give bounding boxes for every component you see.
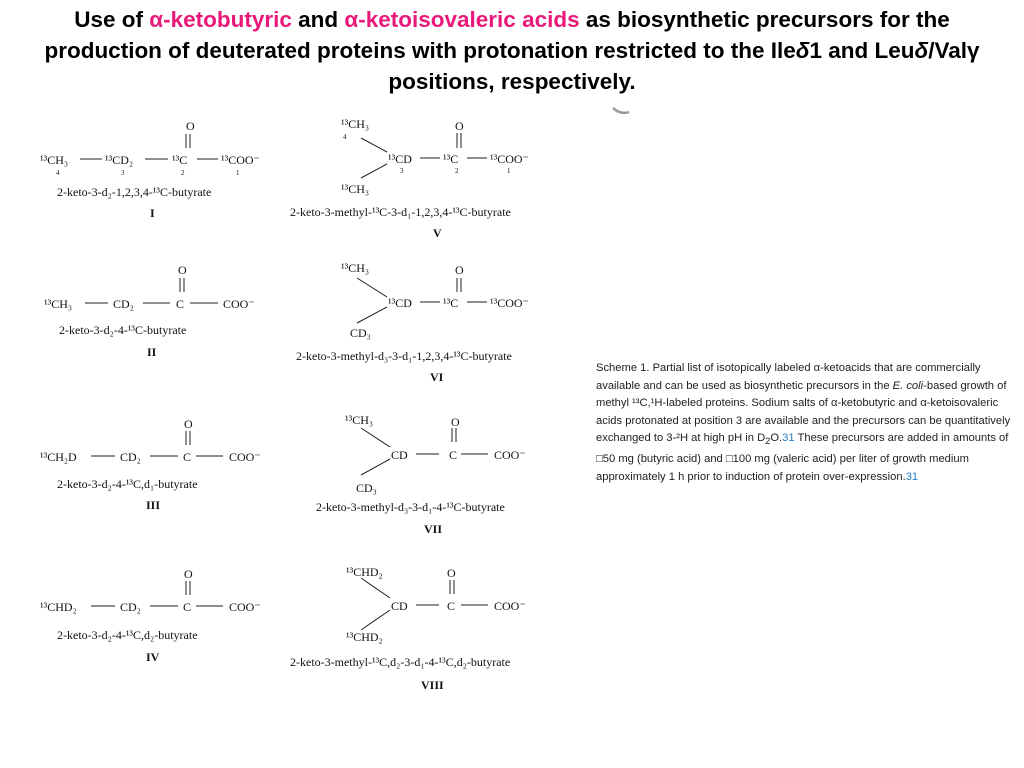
title-text-4: 1 and Leu [809,38,915,63]
caption-subscript: 2 [765,436,771,447]
title-delta-2: δ [914,38,929,63]
position-number: 1 [507,167,511,175]
atom-label: CD [391,448,408,462]
atom-label: ¹³CD [388,152,412,166]
atom-label: ¹³COO⁻ [490,296,529,310]
atom-label: ¹³CH₃ [44,297,72,311]
atom-label: C [449,448,457,462]
compound-number: III [146,498,160,512]
atom-label: CD₂ [113,297,134,311]
atom-label: CD₃ [350,326,371,340]
caption-text-4: These precursors are added in amounts of [794,432,1009,445]
atom-label: O [451,415,460,429]
compound-number: VI [430,370,444,384]
atom-label: CD₂ [120,450,141,464]
compound-number: I [150,206,155,220]
atom-label: O [184,567,193,581]
compound-number: V [433,226,442,240]
title-text-5: /Valγ positions, respectively. [388,38,980,94]
atom-label: COO⁻ [229,450,261,464]
atom-label: COO⁻ [494,599,526,613]
missing-glyph-box: □ [725,453,733,466]
compound-number: IV [146,650,160,664]
decorative-mark-icon [612,107,630,115]
compound-name: 2-keto-3-d₂-1,2,3,4-¹³C-butyrate [57,185,211,199]
atom-label: COO⁻ [229,600,261,614]
atom-label: ¹³CH₃ [341,117,369,131]
caption-text-6: 100 mg (valeric acid) per liter of growt… [596,453,969,483]
atom-label: O [184,417,193,431]
compound-number: VIII [421,678,444,692]
atom-label: ¹³CD [388,296,412,310]
atom-label: ¹³COO⁻ [490,152,529,166]
caption-ecoli: E. coli [892,379,924,392]
caption-text-5: 50 mg (butyric acid) and [602,453,726,466]
atom-label: C [183,600,191,614]
atom-label: ¹³C [443,296,458,310]
caption-text-2: -based growth of methyl ¹³C,¹H-labeled p… [596,379,1011,445]
compound-name: 2-keto-3-d₂-4-¹³C-butyrate [59,323,186,337]
atom-label: COO⁻ [494,448,526,462]
atom-label: C [183,450,191,464]
atom-label: ¹³CH₃ [345,413,373,427]
position-number: 2 [455,167,459,175]
title-text-1: Use of [74,7,150,32]
position-number: 4 [56,169,60,177]
atom-label: C [176,297,184,311]
compound-name: 2-keto-3-methyl-d₃-3-d₁-4-¹³C-butyrate [316,500,505,514]
atom-label: ¹³CD₂ [105,153,133,167]
caption-text-3: O. [770,432,783,445]
atom-label: CD₂ [120,600,141,614]
compound-number: II [147,345,157,359]
position-number: 3 [121,169,125,177]
atom-label: ¹³CH₃ [341,182,369,196]
compound-number: VII [424,522,442,536]
atom-label: ¹³CH₃ [40,153,68,167]
atom-label: CD [391,599,408,613]
atom-label: O [186,119,195,133]
caption-text-1: Scheme 1. Partial list of isotopically l… [596,362,981,392]
chemical-scheme: O ¹³CH₃ ¹³CD₂ ¹³C ¹³COO⁻ 4 3 2 1 2-keto-… [40,117,529,692]
position-number: 3 [400,167,404,175]
atom-label: ¹³COO⁻ [221,153,260,167]
atom-label: COO⁻ [223,297,255,311]
slide-title: Use of α-ketobutyric and α-ketoisovaleri… [20,4,1004,97]
bond-lines [80,133,488,631]
title-text-3: as biosynthetic precursors for the produ… [44,7,950,63]
compound-name: 2-keto-3-methyl-¹³C,d₂-3-d₁-4-¹³C,d₂-but… [290,655,510,669]
atom-label: O [455,119,464,133]
position-number: 4 [343,133,347,141]
atom-label: ¹³CH₂D [40,450,77,464]
compound-name: 2-keto-3-methyl-d₃-3-d₁-1,2,3,4-¹³C-buty… [296,349,512,363]
atom-label: O [447,566,456,580]
atom-label: ¹³CHD₂ [346,630,383,644]
atom-label: C [447,599,455,613]
atom-label: O [455,263,464,277]
missing-glyph-box: □ [596,453,603,466]
structure-labels: O ¹³CH₃ ¹³CD₂ ¹³C ¹³COO⁻ 4 3 2 1 2-keto-… [40,117,529,692]
atom-label: ¹³CH₃ [341,261,369,275]
compound-name: 2-keto-3-methyl-¹³C-3-d₁-1,2,3,4-¹³C-but… [290,205,511,219]
compound-name: 2-keto-3-d₂-4-¹³C,d₁-butyrate [57,477,198,491]
atom-label: ¹³CHD₂ [40,600,77,614]
scheme-caption: Scheme 1. Partial list of isotopically l… [596,360,1016,486]
title-highlight-ketobutyric: α-ketobutyric [149,7,292,32]
atom-label: ¹³C [172,153,187,167]
position-number: 1 [236,169,240,177]
atom-label: O [178,263,187,277]
title-text-2: and [291,7,345,32]
title-delta-1: δ [795,38,810,63]
atom-label: ¹³CHD₂ [346,565,383,579]
reference-link-31[interactable]: 31 [782,432,795,445]
atom-label: CD₃ [356,481,377,495]
title-highlight-ketoisovaleric: α-ketoisovaleric acids [344,7,580,32]
position-number: 2 [181,169,185,177]
compound-name: 2-keto-3-d₂-4-¹³C,d₂-butyrate [57,628,198,642]
atom-label: ¹³C [443,152,458,166]
reference-link-31[interactable]: 31 [905,470,919,483]
